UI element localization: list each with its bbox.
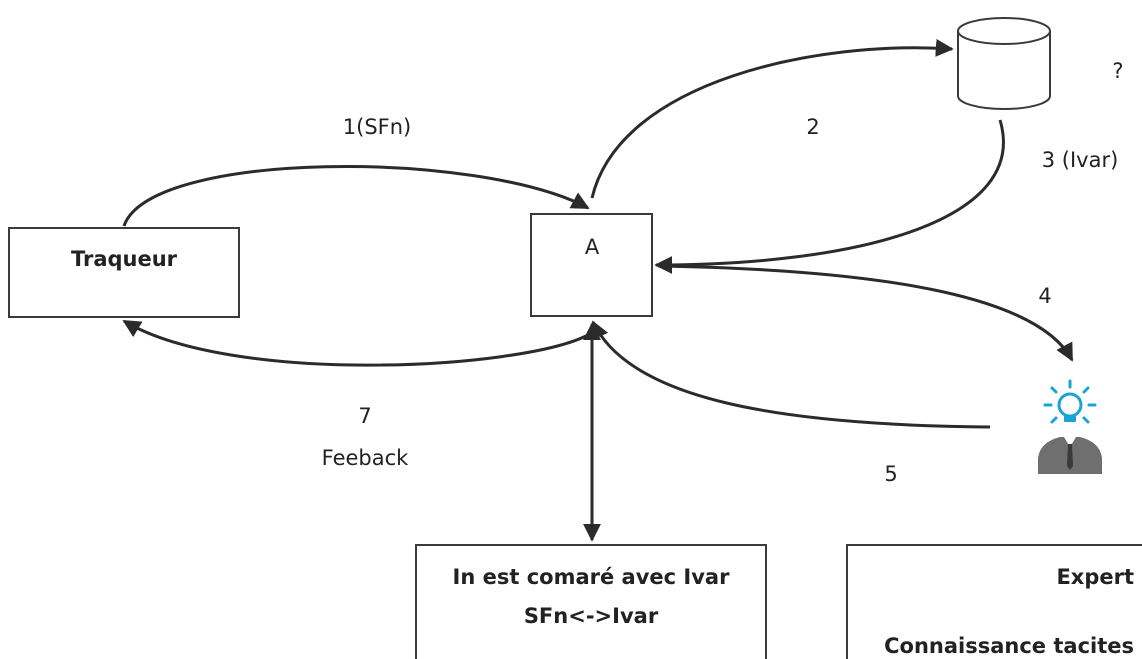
edge-5-arrow bbox=[591, 320, 991, 429]
edge-1-arrow bbox=[122, 165, 590, 227]
edge-7-sublabel: Feeback bbox=[322, 446, 410, 470]
a-node: A bbox=[530, 213, 653, 317]
edge-7-arrow bbox=[122, 319, 589, 367]
comparison-line-1: In est comaré avec Ivar bbox=[453, 565, 731, 589]
edge-1-label: 1(SFn) bbox=[343, 115, 411, 139]
traqueur-label: Traqueur bbox=[71, 247, 178, 271]
edge-4-arrow bbox=[657, 264, 1074, 362]
a-label: A bbox=[585, 235, 600, 259]
expert-idea-person-icon bbox=[1038, 379, 1102, 474]
question-mark: ? bbox=[1112, 59, 1123, 83]
edge-7-label: 7 bbox=[358, 404, 371, 428]
edge-3-label: 3 (Ivar) bbox=[1042, 148, 1119, 172]
expert-box-line-2: Connaissance tacites bbox=[884, 634, 1134, 658]
comparison-line-2: SFn<->Ivar bbox=[524, 604, 659, 628]
expert-node: Expert Connaissance tacites bbox=[846, 544, 1142, 659]
comparison-node: In est comaré avec Ivar SFn<->Ivar bbox=[415, 544, 767, 659]
edge-2-label: 2 bbox=[806, 115, 819, 139]
expert-box-line-1: Expert bbox=[1056, 565, 1134, 589]
database-cylinder-icon bbox=[957, 17, 1051, 110]
edge-5-label: 5 bbox=[884, 462, 897, 486]
traqueur-node: Traqueur bbox=[8, 227, 240, 318]
edge-3-arrow bbox=[654, 119, 1005, 274]
edge-4-label: 4 bbox=[1038, 284, 1051, 308]
edge-2-arrow bbox=[590, 38, 954, 199]
